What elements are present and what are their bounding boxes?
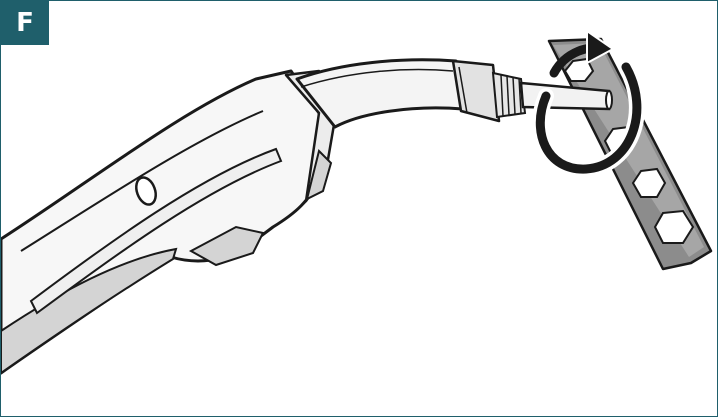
torch-neck <box>297 60 499 127</box>
torch-handle <box>1 71 336 373</box>
